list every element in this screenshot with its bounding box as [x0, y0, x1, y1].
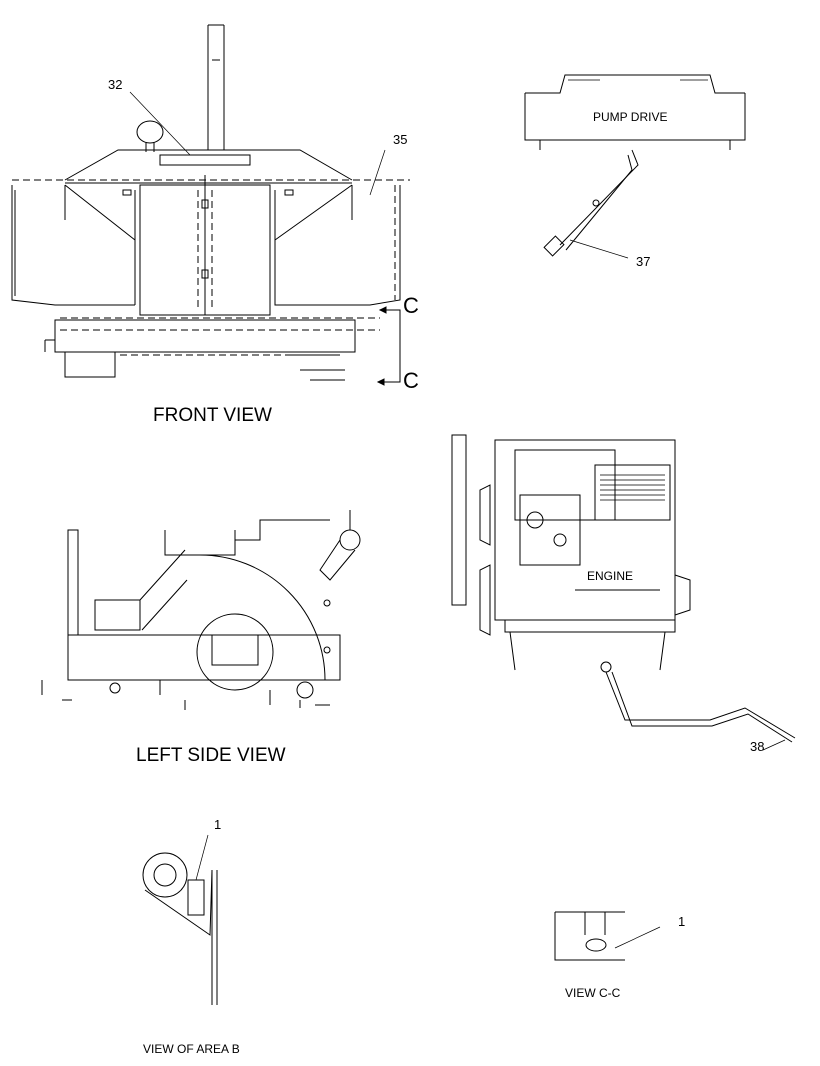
view-cc-drawing — [554, 911, 661, 961]
view-cc-title: VIEW C-C — [565, 986, 621, 1000]
engine-label: ENGINE — [587, 569, 634, 583]
view-area-b-title: VIEW OF AREA B — [143, 1042, 240, 1056]
area-b-drawing — [142, 834, 218, 1005]
callout-1-cc: 1 — [678, 914, 686, 929]
callout-32: 32 — [108, 77, 123, 92]
section-marker-bottom: C — [403, 368, 419, 393]
engine-drawing — [451, 434, 796, 751]
callout-38: 38 — [750, 739, 765, 754]
front-view-drawing — [11, 24, 410, 386]
callout-1-area-b: 1 — [214, 817, 222, 832]
pump-drive-drawing — [524, 74, 746, 259]
callout-37: 37 — [636, 254, 651, 269]
left-side-view-drawing — [41, 510, 361, 710]
pump-drive-label: PUMP DRIVE — [593, 110, 668, 124]
left-side-view-title: LEFT SIDE VIEW — [136, 745, 286, 766]
callout-35: 35 — [393, 132, 408, 147]
front-view-title: FRONT VIEW — [153, 405, 272, 426]
section-marker-top: C — [403, 293, 419, 318]
